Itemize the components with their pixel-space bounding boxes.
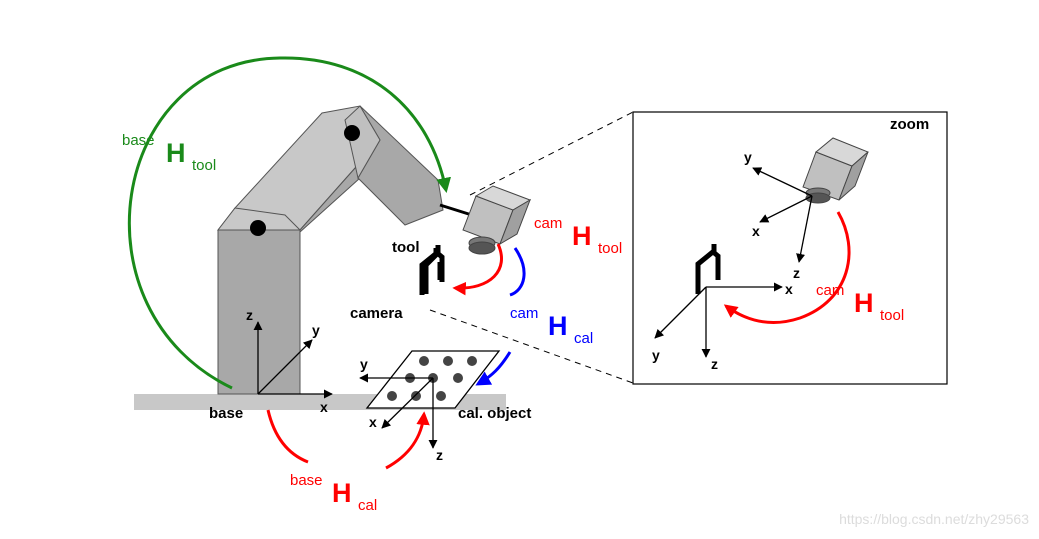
base-axis-z: z	[246, 307, 253, 323]
base-frame-axes	[253, 321, 333, 399]
arc-base-tool	[127, 56, 451, 390]
zoom-tool-axis-z: z	[711, 356, 718, 372]
zoom-cam-axis-y: y	[744, 149, 752, 165]
cal-axis-y: y	[360, 356, 368, 372]
cal-axis-z: z	[436, 447, 443, 463]
base-axis-x: x	[320, 399, 328, 415]
zoom-cam-axis-x: x	[752, 223, 760, 239]
zoom-tool-frame-axes	[654, 282, 783, 358]
base-axis-y: y	[312, 322, 320, 338]
shoulder-joint	[250, 220, 266, 236]
transform-base-cal: base H cal	[290, 472, 377, 514]
tool-label: tool	[392, 239, 420, 256]
arc-cam-cal	[509, 247, 526, 297]
transform-cam-cal: cam H cal	[510, 305, 593, 347]
arc-base-cal	[266, 409, 309, 464]
transform-base-tool: base H tool	[122, 132, 216, 174]
base-label: base	[209, 405, 243, 422]
cal-axis-x: x	[369, 414, 377, 430]
zoom-transform-cam-tool: cam H tool	[816, 282, 904, 324]
zoom-tool-gripper	[695, 244, 721, 294]
transform-cam-tool: cam H tool	[534, 215, 622, 257]
zoom-tool-axis-x: x	[785, 281, 793, 297]
zoom-tool-axis-y: y	[652, 347, 660, 363]
cal-frame-axes	[359, 373, 438, 449]
camera-main	[462, 185, 532, 255]
zoom-leader-bottom	[429, 309, 634, 384]
zoom-leader-top	[469, 111, 634, 196]
zoom-arc-cam-tool	[723, 211, 851, 324]
elbow-joint	[344, 125, 360, 141]
zoom-box	[632, 111, 948, 385]
zoom-label: zoom	[890, 116, 929, 133]
zoom-camera	[802, 137, 869, 204]
camera-label: camera	[350, 305, 403, 322]
cal-object-label: cal. object	[458, 405, 531, 422]
zoom-cam-axis-z: z	[793, 265, 800, 281]
arc-cam-tool	[452, 243, 503, 296]
watermark: https://blog.csdn.net/zhy29563	[839, 511, 1029, 527]
zoom-cam-frame-axes	[752, 167, 813, 263]
